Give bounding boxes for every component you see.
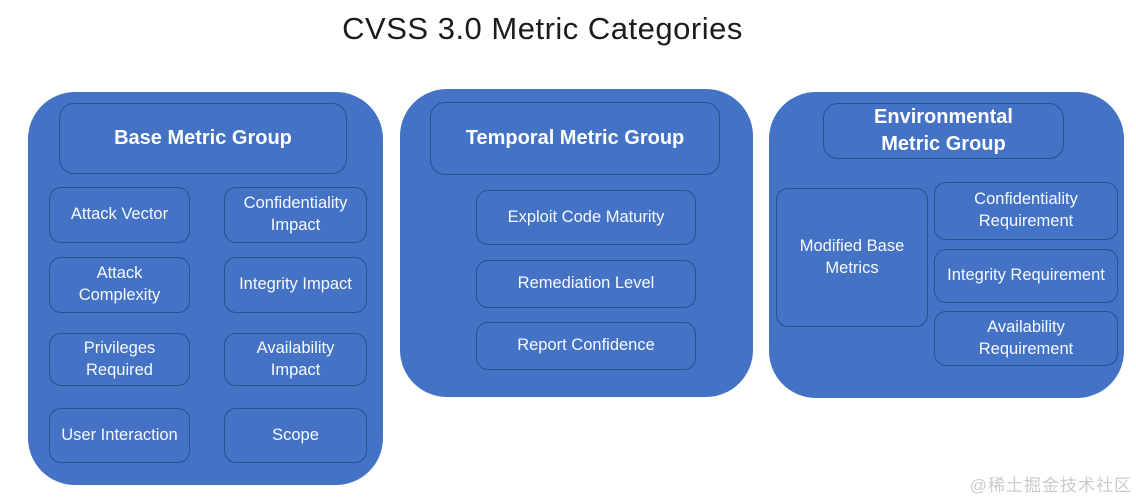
- box-availability-impact: Availability Impact: [224, 333, 367, 386]
- environmental-header-line-2: Metric Group: [881, 133, 1006, 155]
- environmental-metric-group: Environmental Metric Group Modified Base…: [769, 92, 1124, 398]
- temporal-metric-group: Temporal Metric Group Exploit Code Matur…: [400, 89, 753, 397]
- base-metric-group: Base Metric Group Attack Vector Confiden…: [28, 92, 383, 485]
- box-modified-base-metrics: Modified Base Metrics: [776, 188, 928, 327]
- box-confidentiality-impact: Confidentiality Impact: [224, 187, 367, 243]
- box-report-confidence: Report Confidence: [476, 322, 696, 370]
- box-attack-vector: Attack Vector: [49, 187, 190, 243]
- box-remediation-level: Remediation Level: [476, 260, 696, 308]
- box-attack-complexity: Attack Complexity: [49, 257, 190, 313]
- box-exploit-code-maturity: Exploit Code Maturity: [476, 190, 696, 245]
- temporal-metric-group-header: Temporal Metric Group: [430, 102, 720, 175]
- box-scope: Scope: [224, 408, 367, 463]
- box-confidentiality-requirement: Confidentiality Requirement: [934, 182, 1118, 240]
- box-availability-requirement: Availability Requirement: [934, 311, 1118, 366]
- box-integrity-requirement: Integrity Requirement: [934, 249, 1118, 303]
- box-privileges-required: Privileges Required: [49, 333, 190, 386]
- box-user-interaction: User Interaction: [49, 408, 190, 463]
- base-metric-group-header: Base Metric Group: [59, 103, 347, 174]
- box-integrity-impact: Integrity Impact: [224, 257, 367, 313]
- page-title: CVSS 3.0 Metric Categories: [342, 11, 743, 46]
- watermark: @稀土掘金技术社区: [969, 476, 1132, 495]
- environmental-metric-group-header: Environmental Metric Group: [823, 103, 1064, 159]
- environmental-header-line-1: Environmental: [874, 106, 1013, 128]
